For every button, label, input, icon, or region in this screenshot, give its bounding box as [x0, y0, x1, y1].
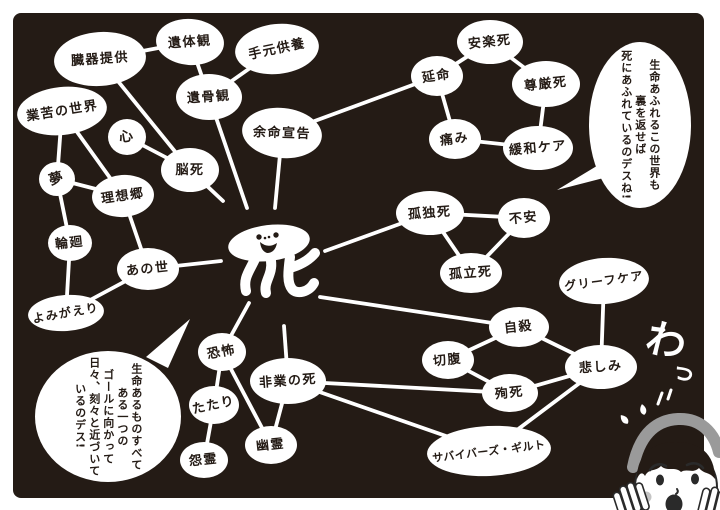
node-anoyo: あの世 [117, 248, 179, 290]
node-label: 恐怖 [206, 342, 238, 362]
node-anrakushi: 安楽死 [457, 20, 523, 64]
node-seppuku: 切腹 [422, 341, 474, 379]
node-enmei: 延命 [411, 56, 463, 96]
node-yuurei: 幽霊 [245, 426, 297, 464]
speech-line: 死にあふれているのデスね! [619, 49, 633, 201]
node-itai_kan: 遺体観 [154, 16, 226, 68]
node-itami: 痛み [429, 119, 481, 159]
node-temoto_kuyou: 手元供養 [232, 19, 322, 79]
node-label: 非業の死 [258, 371, 318, 391]
node-label: サバイバーズ・ギルト [431, 437, 547, 465]
node-zouki_teikyou: 臓器提供 [52, 28, 148, 90]
speech-text-top-right: 生命あふれるこの世界も裏を返せば死にあふれているのデスね! [618, 50, 663, 200]
node-songenshi: 尊厳死 [512, 61, 580, 107]
node-yomei_senkoku: 余命宣告 [239, 103, 325, 163]
node-kyoufu: 恐怖 [198, 333, 246, 371]
node-label: 脳死 [175, 162, 205, 178]
node-fuan: 不安 [498, 198, 550, 238]
node-label: 理想郷 [100, 185, 146, 207]
node-label: グリーフケア [563, 268, 645, 294]
node-noushi: 脳死 [161, 148, 219, 192]
node-kanashimi: 悲しみ [565, 345, 637, 389]
node-label: 殉死 [494, 384, 526, 402]
node-higou_no_shi: 非業の死 [250, 358, 326, 404]
node-grief_care: グリーフケア [557, 254, 651, 308]
node-label: 業苦の世界 [25, 97, 99, 125]
speech-line: いるのデス! [73, 383, 87, 450]
node-tatari: たたり [189, 386, 239, 424]
node-kodokushi: 孤独死 [396, 191, 464, 235]
speech-line: ある一つの [115, 386, 129, 447]
node-label: 遺体観 [167, 32, 213, 51]
speech-bubble-top-right: 生命あふれるこの世界も裏を返せば死にあふれているのデスね! [589, 42, 691, 208]
speech-line: 生命あふれるこの世界も [647, 59, 661, 191]
node-label: 手元供養 [247, 35, 307, 63]
node-label: 緩和ケア [508, 138, 568, 158]
node-label: 孤独死 [407, 204, 453, 222]
speech-bubble-bottom-left: 生命あるものすべてある一つのゴールに向かって日々、刻々と近づいているのデス! [35, 351, 181, 482]
node-ikotsu_kan: 遺骨観 [176, 74, 242, 120]
node-label: 輪廻 [54, 234, 86, 252]
node-label: 余命宣告 [252, 124, 312, 142]
node-kokoro: 心 [108, 119, 146, 155]
node-label: たたり [191, 393, 237, 417]
node-label: 怨霊 [188, 451, 220, 469]
node-jisatsu: 自殺 [489, 307, 549, 347]
speech-text-bottom-left: 生命あるものすべてある一つのゴールに向かって日々、刻々と近づいているのデス! [72, 357, 145, 477]
node-label: 自殺 [503, 318, 535, 336]
node-yomigaeri: よみがえり [26, 292, 106, 334]
node-survivors_guilt: サバイバーズ・ギルト [425, 422, 553, 480]
node-label: 遺骨観 [186, 88, 232, 106]
node-label: 痛み [439, 129, 471, 149]
node-label: 幽霊 [255, 436, 287, 454]
node-koritsushi: 孤立死 [440, 253, 502, 293]
speech-line: 日々、刻々と近づいて [87, 356, 101, 477]
node-label: 不安 [508, 209, 540, 227]
node-kanwa_care: 緩和ケア [503, 126, 573, 170]
node-label: 安楽死 [467, 32, 513, 52]
node-label: 心 [117, 127, 137, 147]
node-onryou: 怨霊 [180, 442, 228, 478]
speech-line: ゴールに向かって [101, 368, 115, 465]
node-label: 悲しみ [578, 358, 624, 376]
node-label: あの世 [125, 259, 171, 279]
node-rinne: 輪廻 [48, 225, 92, 261]
node-label: 切腹 [432, 351, 464, 369]
node-label: 延命 [421, 66, 453, 86]
node-yume: 夢 [39, 162, 75, 196]
node-junshi: 殉死 [482, 374, 538, 412]
node-label: 孤立死 [448, 264, 494, 282]
node-gouku_no_sekai: 業苦の世界 [14, 82, 110, 140]
node-label: 尊厳死 [523, 74, 569, 94]
node-risoukyou: 理想郷 [90, 172, 156, 220]
speech-line: 裏を返せば [633, 95, 647, 155]
node-label: よみがえり [31, 300, 101, 326]
node-label: 夢 [47, 169, 67, 189]
node-label: 臓器提供 [70, 49, 130, 69]
speech-line: 生命あるものすべて [129, 362, 143, 471]
